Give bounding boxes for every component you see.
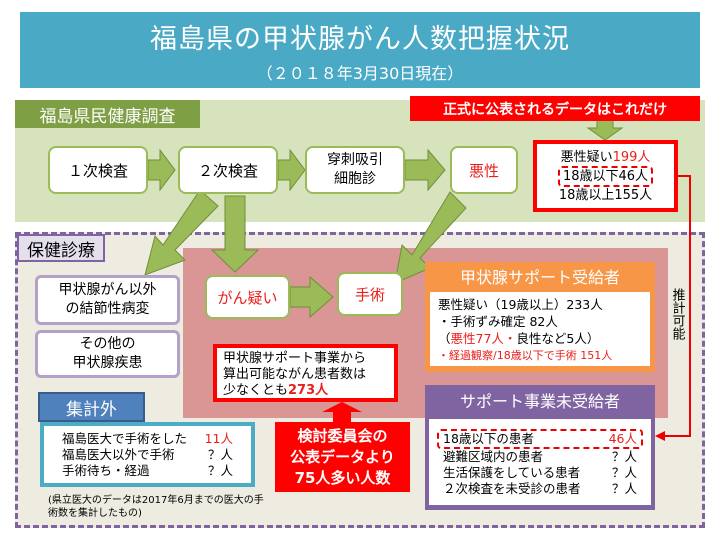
support-line3-benign: 良性など5人） [516, 331, 600, 346]
row-value: ？人 [611, 465, 637, 480]
step-needle-biopsy: 穿刺吸引 細胞診 [305, 146, 405, 194]
arrow-banner-down [586, 119, 624, 141]
arrow-suspect-surgery [289, 275, 334, 319]
row-value: 46人 [608, 431, 637, 446]
committee-line2: 公表データより [290, 447, 395, 466]
cancer-suspect-box: がん疑い [205, 275, 290, 319]
row-value: ？人 [611, 449, 637, 464]
non-recipients-box: サポート事業未受給者 18歳以下の患者 46人 避難区域内の患者 ？人 生活保護をし… [425, 385, 655, 510]
row-label: 避難区域内の患者 [443, 449, 544, 464]
step-second-exam: ２次検査 [178, 146, 278, 194]
arrow-committee-up [322, 402, 362, 422]
suspect-value: 199人 [612, 149, 651, 165]
under18-count: 18歳以下46人 [557, 165, 654, 187]
official-data-box: 悪性疑い199人 18歳以下46人 18歳以上155人 [533, 140, 678, 212]
support-line3-malignant: 悪性77人・ [450, 331, 517, 346]
row-label: 生活保護をしている患者 [443, 465, 581, 480]
arrow-3-4 [404, 148, 446, 192]
suspect-label: 悪性疑い [560, 149, 613, 165]
support-line2: ・手術ずみ確定 82人 [438, 314, 558, 329]
row-value: ？人 [611, 481, 637, 496]
row-label: 18歳以下の患者 [443, 431, 534, 446]
committee-line1: 検討委員会の [297, 426, 388, 445]
other-thyroid-box: その他の 甲状腺疾患 [35, 330, 180, 378]
support-recipients-box: 甲状腺サポート受給者 悪性疑い（19歳以上）233人 ・手術ずみ確定 82人 （… [425, 262, 655, 372]
step-malignant: 悪性 [450, 146, 518, 194]
list-item: 18歳以下の患者 46人 [437, 429, 643, 449]
committee-line3: 75人多い人数 [294, 468, 391, 487]
list-item: ２次検査を未受診の患者 ？人 [443, 481, 637, 497]
arrow-malignant-surgery [394, 191, 467, 284]
row-label: 福島医大で手術をした [62, 431, 188, 446]
step-first-exam: １次検査 [48, 146, 148, 194]
outside-count-header: 集計外 [38, 392, 145, 422]
support-header: 甲状腺サポート受給者 [459, 268, 620, 287]
arrow-1-2 [147, 148, 176, 192]
row-value: ？人 [207, 447, 233, 462]
survey-label: 福島県民健康調査 [15, 100, 200, 128]
estimable-text: 推計可能 [669, 288, 685, 340]
total-line1: 甲状腺サポート事業から [223, 351, 367, 366]
total-patients-box: 甲状腺サポート事業から 算出可能ながん患者数は 少なくとも273人 [213, 344, 398, 402]
outside-count-box: 福島医大で手術をした 11人 福島医大以外で手術 ？人 手術待ち・経過 ？人 [40, 422, 255, 487]
clinical-label: 保健診療 [17, 234, 105, 262]
list-item: 福島医大以外で手術 ？人 [62, 447, 233, 463]
list-item: 福島医大で手術をした 11人 [62, 431, 233, 447]
arrow-to-suspect [210, 195, 260, 273]
list-item: 避難区域内の患者 ？人 [443, 449, 637, 465]
estimable-label: 推計可能 [666, 288, 688, 340]
non-recipients-header: サポート事業未受給者 [459, 392, 620, 411]
row-value: 11人 [204, 431, 233, 446]
arrow-2-3 [277, 148, 306, 192]
list-item: 手術待ち・経過 ？人 [62, 463, 233, 479]
support-line4: ・経過観察/18歳以下で手術 151人 [438, 349, 613, 362]
page-title: 福島県の甲状腺がん人数把握状況 [150, 23, 570, 55]
surgery-box: 手術 [337, 272, 403, 316]
total-line3-prefix: 少なくとも [223, 383, 289, 398]
support-line1: 悪性疑い（19歳以上）233人 [438, 297, 603, 312]
total-value: 273人 [288, 383, 329, 398]
official-data-banner: 正式に公表されるデータはこれだけ [410, 96, 700, 121]
page-subtitle: （２０１８年3月30日現在） [256, 63, 464, 83]
support-line3-open: （ [438, 331, 451, 346]
nodular-lesion-box: 甲状腺がん以外 の結節性病変 [35, 275, 180, 325]
row-value: ？人 [207, 463, 233, 478]
list-item: 生活保護をしている患者 ？人 [443, 465, 637, 481]
row-label: 福島医大以外で手術 [62, 447, 175, 462]
title-bar: 福島県の甲状腺がん人数把握状況 （２０１８年3月30日現在） [20, 12, 700, 88]
over18-count: 18歳以上155人 [558, 187, 653, 203]
committee-note: 検討委員会の 公表データより 75人多い人数 [275, 422, 410, 492]
row-label: ２次検査を未受診の患者 [443, 481, 581, 496]
footnote: (県立医大のデータは2017年6月までの医大の手術数を集計したもの) [48, 495, 264, 519]
row-label: 手術待ち・経過 [62, 463, 150, 478]
connector-arrowhead [655, 431, 665, 441]
total-line2: 算出可能ながん患者数は [223, 367, 367, 382]
arrow-to-nodular [144, 189, 219, 276]
